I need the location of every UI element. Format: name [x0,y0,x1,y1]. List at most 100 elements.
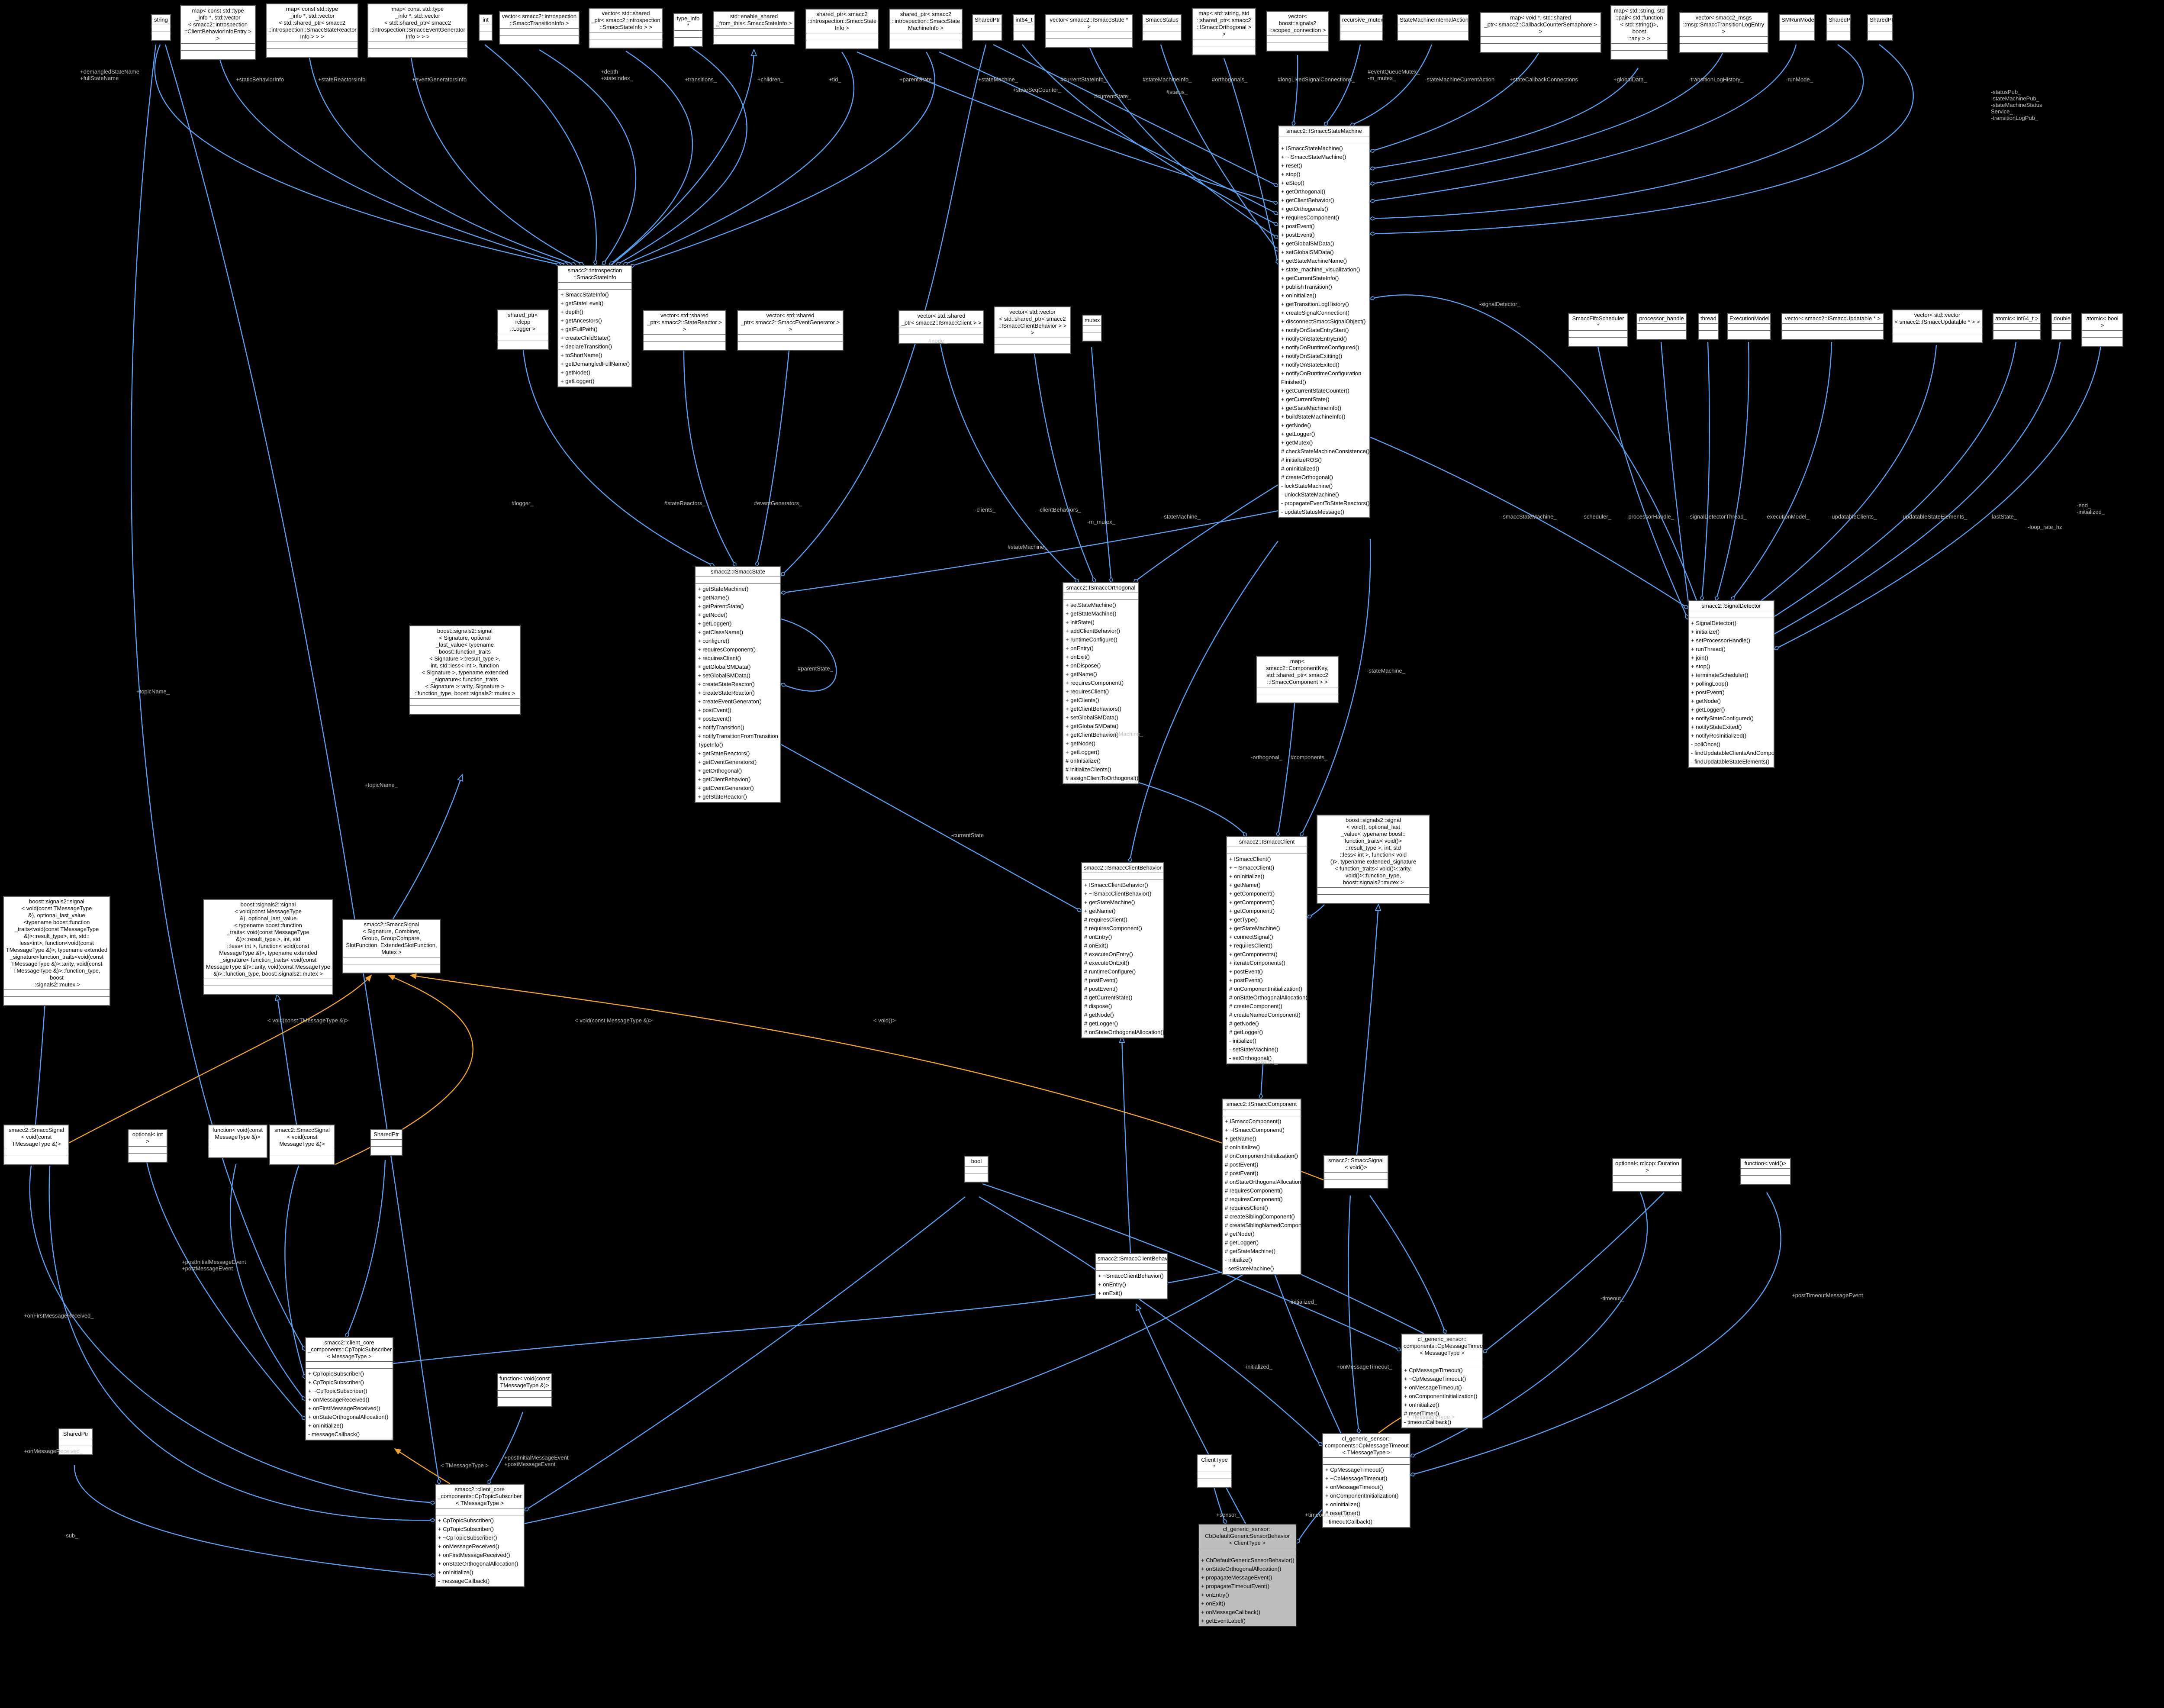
edge-label: -initialized_ [1289,1299,1317,1305]
class-method: + connectSignal() [1229,934,1273,940]
class-method: + getClients() [1066,697,1099,703]
aggregation-edge [1293,55,1298,126]
class-method: + runThread() [1691,646,1726,652]
class-method: + propagateTimeoutEvent() [1201,1583,1270,1589]
class-attributes-compartment [129,1147,167,1154]
class-method: + notifyStateExited() [1691,724,1742,730]
aggregation-edge [1716,342,1749,600]
class-box-c2: shared_ptr< rclcpp ::Logger > [497,309,549,350]
aggregation-edge [609,50,693,265]
class-method: + ~SmaccClientBehavior() [1098,1273,1164,1279]
class-title: smacc2::SmaccClientBehavior [1096,1254,1174,1264]
class-method: # createSiblingNamedComponent() [1225,1222,1313,1228]
edge-label: -smaccStateMachine_ [1501,513,1557,520]
aggregation-edge [1301,538,1371,836]
class-method: + ISmaccClientBehavior() [1084,882,1148,888]
class-box-b15: SmaccStatus [1142,14,1182,41]
class-method: + getLogger() [1066,749,1100,755]
class-box-E1[interactable]: smacc2::SmaccSignal < void(const TMessag… [3,1125,69,1165]
class-method: # requiresComponent() [1084,925,1142,931]
class-method: # assignClientToOrthogonal() [1066,775,1139,781]
edge-label: -signalDetectorThread_ [1688,513,1747,520]
class-box-E7: SharedPtr [58,1428,93,1455]
class-methods-compartment [965,1173,988,1182]
class-box-b14: vector< smacc2::ISmaccState * > [1045,14,1133,48]
edge-label: +onMessageTimeout_ [1336,1363,1392,1370]
class-method: + SmaccStateInfo() [560,291,609,298]
class-methods-compartment [498,1398,551,1406]
class-box-G2[interactable]: cl_generic_sensor:: components::CpMessag… [1322,1433,1410,1528]
inheritance-edge [1288,1268,1424,1334]
class-method: + notifyOnRuntimeConfigured() [1281,344,1359,351]
class-title: shared_ptr< smacc2 ::introspection::Smac… [806,10,878,33]
class-method: + createStateReactor() [698,690,755,696]
edge-label: +tid_ [829,76,841,83]
class-box-M16: boost::signals2::signal < void(const Mes… [203,899,333,995]
class-method: + CpMessageTimeout() [1404,1367,1463,1373]
class-box-M8[interactable]: smacc2::SmaccClientBehavior+ ~SmaccClien… [1095,1253,1174,1299]
class-box-b12: SharedPtr [972,14,1002,41]
class-methods-compartment: + ISmaccComponent()+ ~ISmaccComponent()+… [1223,1116,1313,1274]
class-title: ExecutionModel [1728,314,1770,324]
class-box-b17: vector< boost::signals2 ::scoped_connect… [1266,11,1329,52]
edge-label: -processorHandle_ [1626,513,1674,520]
class-method: + buildStateMachineInfo() [1281,413,1346,420]
class-box-M2[interactable]: smacc2::ISmaccState+ getStateMachine()+ … [695,566,781,803]
class-box-M1[interactable]: smacc2::ISmaccStateMachine+ ISmaccStateM… [1278,126,1370,518]
class-box-M14: boost::signals2::signal < Signature, opt… [409,625,521,715]
class-box-F3[interactable]: smacc2::client_core _components::CpTopic… [435,1484,525,1587]
class-method: + addClientBehavior() [1066,628,1121,634]
class-box-M9[interactable]: smacc2::SmaccSignal < void()> [1324,1155,1388,1189]
class-box-M7[interactable]: smacc2::SignalDetector+ SignalDetector()… [1688,600,1792,768]
edge-label: +postTimeoutMessageEvent [1792,1292,1863,1299]
class-box-M12: boost::signals2::signal < void(), option… [1317,815,1430,904]
class-box-F1[interactable]: smacc2::client_core _components::CpTopic… [305,1337,393,1441]
class-methods-compartment [1827,32,1850,40]
class-method: + onExit() [1098,1290,1122,1296]
class-box-b25: SharedPtr [1867,14,1895,41]
class-title: smacc2::client_core _components::CpTopic… [436,1485,524,1508]
aggregation-edge [1660,342,1692,632]
edge-label: +eventGeneratorsInfo [412,76,467,83]
class-attributes-compartment [1699,324,1718,331]
edge-label: #eventQueueMutex_ -m_mutex_ [1368,68,1420,81]
class-attributes-compartment [1611,44,1667,51]
class-box-d4: ExecutionModel [1727,313,1771,340]
class-method: - initialize() [1229,1038,1256,1044]
inheritance-edge [277,994,297,1125]
class-methods-compartment: + ISmaccClientBehavior()+ ~ISmaccClientB… [1082,880,1164,1038]
class-box-M5[interactable]: smacc2::ISmaccClient+ ISmaccClient()+ ~I… [1226,836,1309,1064]
class-method: + onFirstMessageReceived() [438,1552,510,1558]
class-title: cl_generic_sensor:: components::CpMessag… [1323,1434,1410,1458]
template-edge [335,974,473,1165]
class-box-M4[interactable]: smacc2::ISmaccClientBehavior+ ISmaccClie… [1081,862,1164,1038]
class-box-M3[interactable]: smacc2::ISmaccOrthogonal+ setStateMachin… [1063,582,1139,784]
class-method: + publishTransition() [1281,284,1332,290]
inheritance-edge [1122,1037,1131,1254]
class-box-E4[interactable]: smacc2::SmaccSignal < void(const Message… [269,1125,335,1165]
class-method: # getLogger() [1229,1029,1263,1035]
class-attributes-compartment [1317,888,1429,895]
class-box-G1[interactable]: cl_generic_sensor:: components::CpMessag… [1401,1334,1488,1428]
class-attributes-compartment [1893,327,1982,334]
class-methods-compartment [2082,338,2122,346]
class-method: + requiresClient() [1066,688,1109,695]
class-method: + createSignalConnection() [1281,309,1349,316]
class-box-d2: processor_handle [1636,313,1687,340]
class-box-M17[interactable]: smacc2::SmaccSignal < Signature, Combine… [342,919,441,973]
class-box-d9: atomic< bool > [2081,313,2123,347]
class-box-M6[interactable]: smacc2::ISmaccComponent+ ISmaccComponent… [1222,1099,1313,1275]
class-method: + getComponent() [1229,908,1275,914]
class-box-c1[interactable]: smacc2::introspection ::SmaccStateInfo+ … [557,265,632,387]
class-method: + ~ISmaccStateMachine() [1281,154,1346,160]
class-box-d6: vector< std::vector < smacc2::ISmaccUpda… [1892,309,1983,343]
class-method: + requiresClient() [1229,942,1273,949]
aggregation-edge [1324,44,1361,126]
inheritance-edge [611,50,754,265]
edge-label: +demangledStateName +fullStateName [80,68,139,81]
class-attributes-compartment [1827,25,1850,32]
aggregation-edge [781,510,1278,593]
class-method: + getStateMachineInfo() [1281,405,1342,411]
class-method: + onStateOrthogonalAllocation() [308,1414,389,1420]
class-method: + setGlobalSMData() [698,672,750,679]
